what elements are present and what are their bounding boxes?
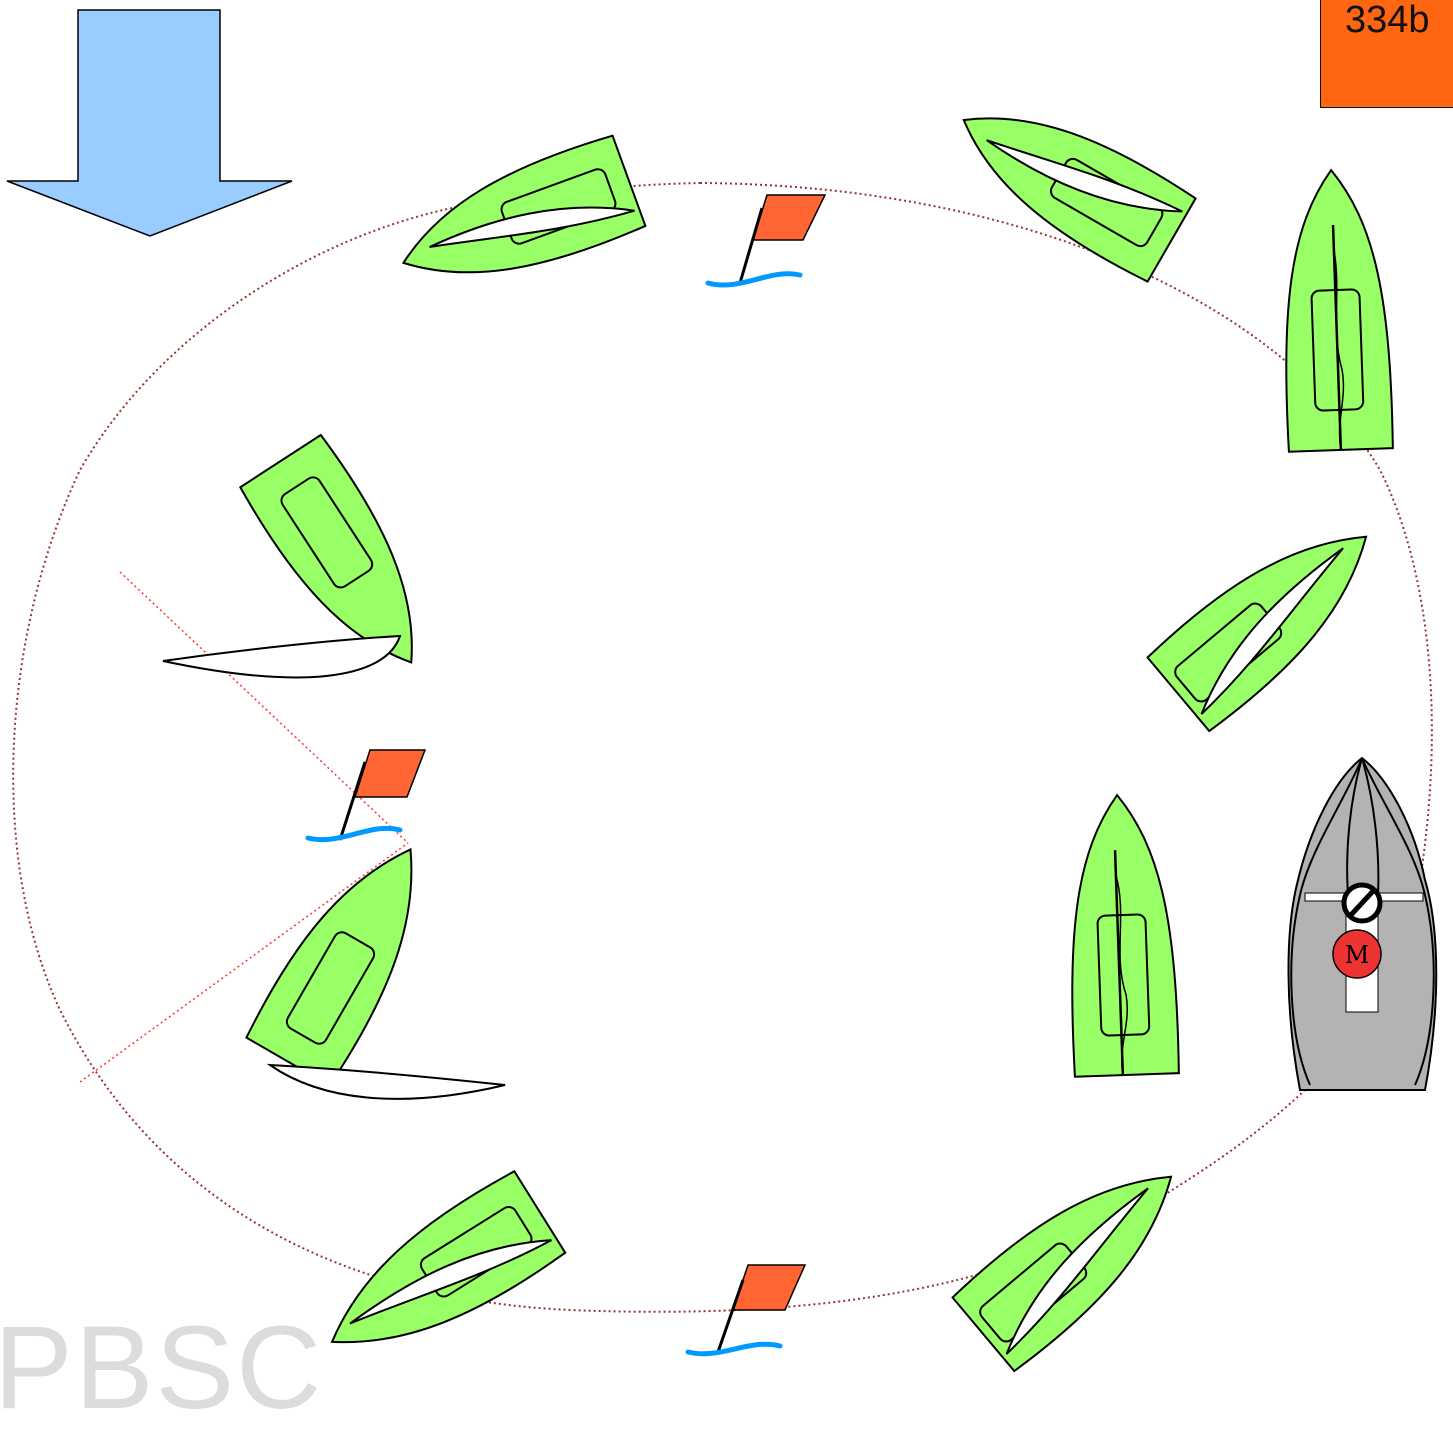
motor-badge [1332, 929, 1382, 979]
wind-arrow-icon [6, 9, 293, 237]
dinghy-right-upright [1285, 168, 1394, 453]
mark-flag-bottom [685, 1264, 807, 1357]
no-entry-icon [1341, 882, 1383, 924]
motor-badge-text: M [1345, 941, 1370, 969]
dinghy-left-upper [238, 433, 413, 664]
sail-left-upper [162, 634, 402, 679]
dinghy-bottom-right [951, 1175, 1173, 1373]
diagram-id-label: 334b [1320, 0, 1453, 108]
motorboat [1287, 756, 1438, 1091]
course-loop [12, 181, 1433, 1313]
mark-flag-left [305, 749, 427, 843]
sight-line-upper [119, 571, 409, 844]
mark-flag-top [705, 194, 827, 288]
watermark: PBSC [0, 1302, 324, 1434]
dinghy-right-diagonal [1146, 535, 1368, 733]
dinghy-top-left [401, 134, 647, 274]
dinghy-bottom-left [330, 1169, 567, 1344]
dinghy-top-right [962, 117, 1197, 283]
sail-left-lower [266, 1063, 506, 1100]
dinghy-left-lower [245, 847, 413, 1087]
dinghy-center-right [1071, 793, 1180, 1078]
diagram-id-text: 334b [1345, 0, 1430, 41]
